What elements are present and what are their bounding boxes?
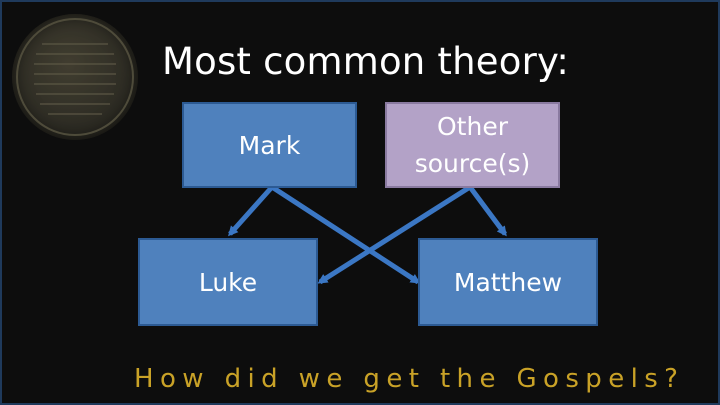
node-mark-label: Mark <box>238 130 301 160</box>
node-matthew-label: Matthew <box>453 267 563 297</box>
node-matthew: Matthew <box>418 238 598 326</box>
node-other-label-line2: source(s) <box>414 149 531 178</box>
node-other-sources: Other source(s) <box>385 102 560 188</box>
footer-caption: How did we get the Gospels? <box>134 364 685 394</box>
node-luke-label: Luke <box>198 267 258 297</box>
arrow-mark-to-luke <box>228 185 274 237</box>
node-other-label-line1: Other <box>437 112 508 141</box>
arrow-other-to-luke <box>317 184 472 285</box>
arrow-other-to-matthew <box>467 185 508 237</box>
node-luke: Luke <box>138 238 318 326</box>
slide-title: Most common theory: <box>162 40 570 83</box>
manuscript-seal-image <box>12 14 138 140</box>
node-mark: Mark <box>182 102 357 188</box>
arrow-mark-to-matthew <box>270 184 421 285</box>
